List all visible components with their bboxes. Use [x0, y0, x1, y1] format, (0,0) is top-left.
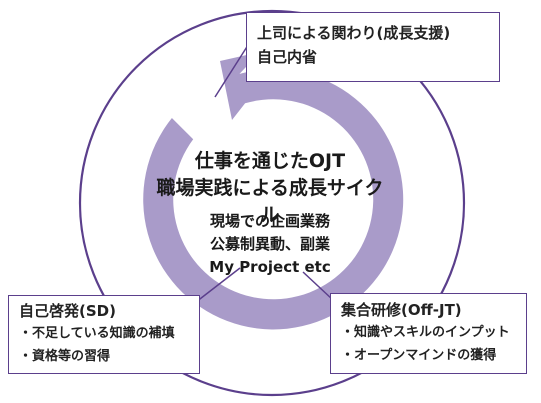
self-development-title: 自己啓発(SD)	[19, 302, 116, 320]
boss-support-box: 上司による関わり(成長支援) 自己内省	[246, 12, 500, 82]
offjt-box: 集合研修(Off-JT) ・知識やスキルのインプット ・オープンマインドの獲得	[330, 293, 527, 374]
cycle-arrow	[143, 52, 404, 330]
center-title-line2: 職場実践による成長サイクル	[156, 177, 384, 226]
self-development-item: ・資格等の習得	[19, 349, 111, 364]
offjt-item: ・知識やスキルのインプット	[341, 325, 510, 340]
offjt-item: ・オープンマインドの獲得	[341, 348, 497, 363]
center-sub-line2: 公募制異動、副業	[209, 235, 330, 253]
self-development-item: ・不足している知識の補填	[19, 326, 175, 341]
connector-right	[302, 271, 334, 301]
outer-circle	[78, 9, 466, 397]
center-title-line1: 仕事を通じたOJT	[194, 150, 346, 172]
connector-top	[214, 41, 251, 98]
center-title: 仕事を通じたOJT 職場実践による成長サイクル	[150, 148, 390, 229]
center-subtext: 現場での企画業務 公募制異動、副業 My Project etc	[150, 210, 390, 279]
center-sub-line3: My Project etc	[209, 258, 331, 276]
center-sub-line1: 現場での企画業務	[209, 212, 330, 230]
self-reflection-label: 自己内省	[257, 48, 318, 66]
boss-support-title: 上司による関わり(成長支援)	[257, 24, 451, 42]
connector-left	[195, 267, 241, 303]
offjt-title: 集合研修(Off-JT)	[341, 301, 462, 319]
self-development-box: 自己啓発(SD) ・不足している知識の補填 ・資格等の習得	[8, 295, 200, 374]
